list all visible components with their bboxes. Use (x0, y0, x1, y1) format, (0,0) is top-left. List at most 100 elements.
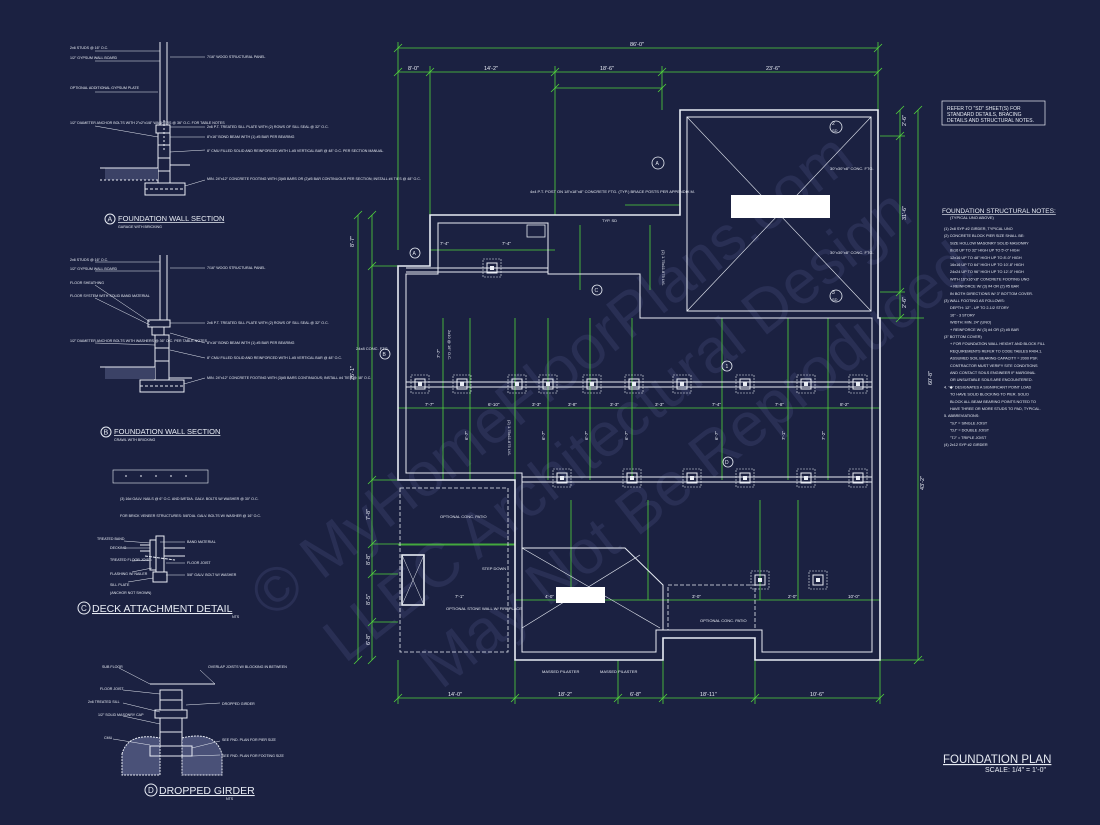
detail-c-label-right-2: FLOOR JOIST (187, 561, 211, 565)
note-line-19: ASSUMED SOIL BEARING CAPACITY = 2000 PSF… (950, 357, 1038, 361)
detail-d-notes: SUB FLOOR FLOOR JOIST 2x6 TREATED SILL 1… (88, 665, 287, 758)
plan-tag-a2: A (656, 161, 660, 167)
interior-dim-19: 4'-0" (545, 594, 554, 599)
dim-bottom-5: 10'-6" (810, 692, 824, 698)
interior-dim-1: 7'-7" (425, 402, 434, 407)
detail-c-scale: NTS (232, 615, 240, 619)
detail-c-label-left-2: DECKING (110, 546, 127, 550)
detail-b-title: FOUNDATION WALL SECTION (114, 427, 220, 436)
pier-8 (672, 374, 692, 394)
detail-d-label-left-3: 2x6 TREATED SILL (88, 700, 120, 704)
interior-dim-8: 7'-8" (775, 402, 784, 407)
detail-c-deck-attachment (112, 469, 209, 583)
interior-dim-13: 6'-7" (584, 431, 589, 440)
callout-ftg-left: 24x8 CONC. FTG. (356, 346, 389, 351)
callout-pilaster-1: MASSED PILASTER (542, 669, 579, 674)
detail-d-label-right-2: DROPPED GIRDER (222, 702, 255, 706)
callout-beam-1: (2) 1.75x11.875 LVL (507, 420, 512, 456)
plan-tag-2: 2 (832, 121, 835, 127)
detail-a-foundation-wall-section (94, 42, 206, 196)
dim-bottom-4: 18'-11" (700, 692, 717, 698)
note-line-2: (2) CONCRETE BLOCK PIER SIZE SHALL BE: (944, 234, 1024, 238)
pier-11 (848, 374, 868, 394)
plan-callouts: 4x4 P.T. POST ON 18"x18"x8" CONCRETE FTG… (356, 166, 874, 674)
plan-dimension-lines (353, 42, 924, 704)
plan-tag-c: C (595, 288, 599, 294)
detail-a-note-left-1: 2x6 STUDS @ 16" O.C. (70, 46, 108, 50)
structural-notes: FOUNDATION STRUCTURAL NOTES: (TYPICAL UN… (942, 208, 1056, 447)
callout-stone-wall: OPTIONAL STONE WALL W/ FIREPLACE (446, 606, 522, 611)
dim-bottom-3: 6'-8" (630, 692, 641, 698)
note-line-16: (3" BOTTOM COVER) (944, 335, 983, 339)
plan-tag-d: D (725, 460, 729, 466)
detail-b-note-left-1: 2x6 STUDS @ 16" O.C. (70, 258, 108, 262)
interior-dim-23: 7'-4" (440, 241, 449, 246)
interior-dim-24: 7'-4" (502, 241, 511, 246)
detail-a-note-right-5: MIN. 24"x12" CONCRETE FOOTING WITH (3)#5… (207, 177, 421, 181)
refer-note: REFER TO "SD" SHEET(S) FOR STANDARD DETA… (947, 106, 1034, 124)
detail-a-note-left-2: 1/2" GYPSUM WALL BOARD (70, 56, 118, 60)
detail-b-note-right-3: 8"x16" BOND BEAM WITH (1) #5 BAR PER BEA… (207, 341, 295, 345)
dim-bottom-2: 18'-2" (558, 692, 572, 698)
interior-dim-10: 7'-7" (436, 349, 441, 358)
detail-d-tag-circle (144, 783, 158, 797)
detail-c-label-left-6: (ANCHOR NOT SHOWN) (110, 591, 151, 595)
detail-a-notes: 2x6 STUDS @ 16" O.C. 1/2" GYPSUM WALL BO… (70, 46, 421, 181)
plan-label-block-2 (556, 587, 605, 603)
note-line-29: "DJ" = DOUBLE JOIST (950, 429, 990, 433)
detail-d-label-left-4: 1/2" SOLID MASONRY CAP (98, 713, 144, 717)
dim-left-4: 8'-8" (366, 554, 372, 565)
pier-15 (735, 468, 755, 488)
plan-tags (379, 120, 843, 468)
interior-dim-12: 6'-7" (541, 431, 546, 440)
pier-9 (735, 374, 755, 394)
pier-17 (848, 468, 868, 488)
dim-right-1: 2'-6" (902, 115, 908, 126)
detail-a-note-left-4: 1/2" DIAMETER ANCHOR BOLTS WITH 2"x2"x1/… (70, 121, 225, 125)
detail-a-title: FOUNDATION WALL SECTION (118, 214, 224, 223)
callout-ftg-top: 30"x30"x8" CONC. FTG. (830, 166, 874, 171)
note-line-21: AND CONTACT SOILS ENGINEER IF MARGINAL (950, 371, 1036, 375)
detail-d-dropped-girder (112, 667, 223, 776)
note-line-10: IN BOTH DIRECTIONS W/ 3" BOTTOM COVER. (950, 292, 1033, 296)
pier-14 (682, 468, 702, 488)
note-line-27: 5. ABBREVIATIONS: (944, 414, 979, 418)
pier-7 (624, 374, 644, 394)
interior-dim-22: 10'-0" (848, 594, 860, 599)
interior-dim-3: 3'-3" (532, 402, 541, 407)
interior-dim-5: 3'-3" (610, 402, 619, 407)
callout-typ-sd: TYP. SD (602, 218, 617, 223)
detail-d-label-left-1: SUB FLOOR (102, 665, 123, 669)
detail-d-label-right-4: SEE FND. PLAN FOR FOOTING SIZE (222, 754, 285, 758)
interior-dim-15: 6'-7" (714, 431, 719, 440)
note-line-18: REQUIREMENTS REFER TO CODE TABLES R404.1… (950, 349, 1042, 353)
plan-tag-labels: A B C D 1 2 3 A SD SD (383, 121, 838, 466)
detail-b-note-right-5: MIN. 24"x12" CONCRETE FOOTING WITH (3)#5… (207, 376, 371, 380)
detail-a-subtitle: GARAGE WITH BRICKING (118, 225, 162, 229)
plan-tag-b: B (383, 352, 387, 358)
callout-patio-2: OPTIONAL CONC. PATIO (700, 618, 747, 623)
detail-c-tag-circle (77, 601, 91, 615)
dim-left-2: 26'-1" (350, 366, 356, 380)
pier-5 (538, 374, 558, 394)
plan-dimension-labels: 86'-0" 8'-0" 14'-2" 18'-6" 23'-6" 14'-0"… (350, 42, 934, 698)
detail-a-note-right-2: 2x6 P.T. TREATED SILL PLATE WITH (2) ROW… (207, 125, 329, 129)
interior-dim-7: 7'-4" (712, 402, 721, 407)
dim-left-1: 8'-7" (350, 236, 356, 247)
interior-dim-17: 7'-2" (821, 431, 826, 440)
detail-b-note-left-4: FLOOR SYSTEM WITH SOLID BAND MATERIAL (70, 294, 150, 298)
notes-subtitle: (TYPICAL UNO ABOVE) (950, 215, 995, 220)
pier-19 (808, 570, 828, 590)
detail-d-label-right-3: SEE FND. PLAN FOR PIER SIZE (222, 738, 277, 742)
note-line-22: OR UNSUITABLE SOILS ARE ENCOUNTERED. (950, 378, 1033, 382)
dim-top-1: 8'-0" (408, 66, 419, 72)
note-line-31: (4) 2x12 SYP #2 GIRDER (944, 443, 988, 447)
dim-left-6: 6'-8" (366, 634, 372, 645)
callout-pilaster-2: MASSED PILASTER (600, 669, 637, 674)
callout-patio-1: OPTIONAL CONC. PATIO (440, 514, 487, 519)
plan-tag-sd-1: SD (832, 128, 838, 133)
pier-3 (452, 374, 472, 394)
plan-interior-dimensions: 7'-7"6'-10"3'-3"3'-8"3'-3"3'-3"7'-4"7'-8… (425, 241, 860, 599)
detail-c-title: DECK ATTACHMENT DETAIL (92, 603, 233, 615)
